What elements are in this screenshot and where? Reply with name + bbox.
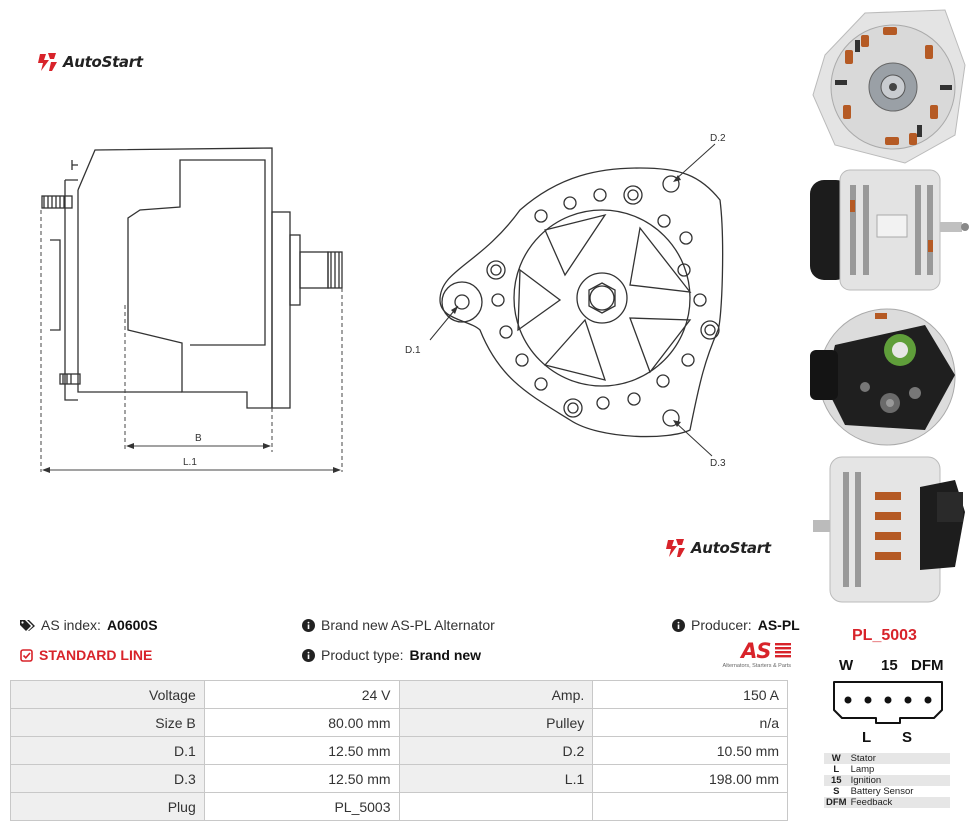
brand-name: AutoStart bbox=[691, 539, 771, 557]
plug-connector-diagram bbox=[833, 681, 943, 724]
pin-label-s: S bbox=[902, 729, 913, 746]
as-index-label: AS index: bbox=[41, 617, 101, 633]
info-icon bbox=[672, 618, 685, 632]
autostart-logo-icon bbox=[666, 539, 685, 557]
spec-value: 12.50 mm bbox=[203, 764, 400, 793]
brand-new-text: Brand new AS-PL Alternator bbox=[321, 617, 495, 633]
producer-row: Producer: AS-PL bbox=[672, 617, 800, 633]
spec-value: 150 A bbox=[592, 680, 788, 709]
dim-label-d2: D.2 bbox=[710, 133, 726, 144]
spec-label: Amp. bbox=[398, 680, 594, 709]
spec-label: Plug bbox=[10, 792, 205, 821]
as-pl-stripes-icon bbox=[775, 643, 791, 658]
legend-key: S bbox=[833, 786, 840, 797]
as-pl-logo-mark: AS bbox=[741, 639, 791, 663]
spec-table: Voltage 24 V Amp. 150 A Size B 80.00 mm … bbox=[10, 680, 788, 821]
table-row: D.3 12.50 mm L.1 198.00 mm bbox=[10, 764, 788, 793]
table-row: Plug PL_5003 bbox=[10, 792, 788, 821]
pin-label-l: L bbox=[862, 729, 872, 746]
spec-value: 10.50 mm bbox=[592, 736, 788, 765]
legend-row: W Stator bbox=[824, 753, 950, 764]
spec-value: 12.50 mm bbox=[203, 736, 400, 765]
dim-label-d1: D.1 bbox=[405, 345, 421, 356]
standard-line-row: STANDARD LINE bbox=[20, 647, 152, 663]
standard-line-label: STANDARD LINE bbox=[39, 647, 153, 663]
legend-desc: Ignition bbox=[850, 775, 882, 786]
dim-label-l1: L.1 bbox=[183, 457, 197, 468]
table-row: Voltage 24 V Amp. 150 A bbox=[10, 680, 788, 709]
legend-row: 15 Ignition bbox=[824, 775, 950, 786]
product-photo-side bbox=[810, 169, 969, 291]
spec-value: PL_5003 bbox=[203, 792, 400, 821]
as-index-row: AS index: A0600S bbox=[20, 617, 158, 633]
technical-drawing: B L.1 D.1 D.2 D.3 bbox=[40, 133, 726, 473]
pin-label-dfm: DFM bbox=[911, 657, 944, 674]
as-pl-logo: AS Alternators, Starters & Parts bbox=[715, 639, 791, 669]
legend-desc: Stator bbox=[850, 753, 876, 764]
spec-label bbox=[398, 792, 594, 821]
brand-logo-drawing: AutoStart bbox=[664, 537, 771, 559]
pin-label-w: W bbox=[839, 657, 854, 674]
legend-key: DFM bbox=[826, 797, 847, 808]
info-icon bbox=[302, 648, 315, 662]
plug-title: PL_5003 bbox=[852, 627, 917, 644]
brand-new-row: Brand new AS-PL Alternator bbox=[302, 617, 495, 633]
pin-legend: W Stator L Lamp 15 Ignition S Battery Sensor… bbox=[824, 753, 950, 808]
legend-key: W bbox=[831, 753, 841, 764]
legend-row: L Lamp bbox=[824, 764, 950, 775]
dim-label-d3: D.3 bbox=[710, 458, 726, 469]
legend-desc: Lamp bbox=[850, 764, 875, 775]
legend-desc: Feedback bbox=[850, 797, 893, 808]
legend-desc: Battery Sensor bbox=[850, 786, 914, 797]
legend-row: S Battery Sensor bbox=[824, 786, 950, 797]
product-type-row: Product type: Brand new bbox=[302, 647, 481, 663]
brand-logo-top: AutoStart bbox=[36, 51, 143, 73]
spec-label: L.1 bbox=[398, 764, 594, 793]
spec-label: Pulley bbox=[398, 708, 594, 737]
spec-label: D.1 bbox=[10, 736, 205, 765]
product-photo-side-2 bbox=[813, 456, 965, 603]
spec-value: 24 V bbox=[203, 680, 400, 709]
producer-label: Producer: bbox=[691, 617, 752, 633]
product-photo-front bbox=[812, 9, 966, 164]
tags-icon bbox=[20, 619, 35, 631]
pin-label-15: 15 bbox=[881, 657, 898, 674]
spec-label: Size B bbox=[10, 708, 205, 737]
legend-key: L bbox=[833, 764, 840, 775]
spec-label: D.2 bbox=[398, 736, 594, 765]
product-type-label: Product type: bbox=[321, 647, 404, 663]
product-type-value: Brand new bbox=[409, 647, 482, 663]
spec-value: n/a bbox=[592, 708, 788, 737]
product-photo-rear bbox=[810, 308, 956, 446]
spec-value: 80.00 mm bbox=[203, 708, 400, 737]
checkbox-checked-icon bbox=[20, 648, 33, 662]
table-row: D.1 12.50 mm D.2 10.50 mm bbox=[10, 736, 788, 765]
spec-label: D.3 bbox=[10, 764, 205, 793]
spec-label: Voltage bbox=[10, 680, 205, 709]
legend-key: 15 bbox=[831, 775, 842, 786]
dim-label-b: B bbox=[195, 433, 202, 444]
as-pl-tagline: Alternators, Starters & Parts bbox=[722, 663, 791, 669]
table-row: Size B 80.00 mm Pulley n/a bbox=[10, 708, 788, 737]
spec-value: 198.00 mm bbox=[592, 764, 788, 793]
as-index-value: A0600S bbox=[106, 617, 158, 633]
info-icon bbox=[302, 618, 315, 632]
brand-name: AutoStart bbox=[63, 53, 143, 71]
spec-value bbox=[592, 792, 788, 821]
producer-value: AS-PL bbox=[757, 617, 800, 633]
autostart-logo-icon bbox=[38, 53, 57, 71]
